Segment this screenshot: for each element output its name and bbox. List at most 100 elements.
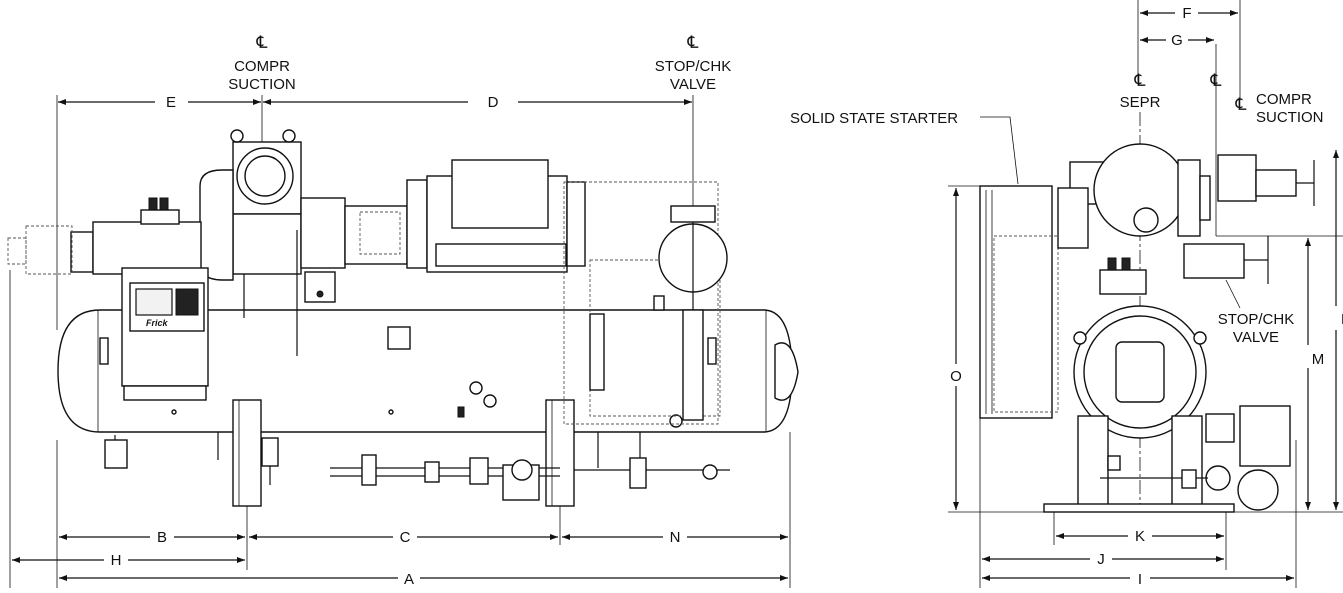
starter-hidden-outline [563,181,719,425]
arrowhead [249,534,257,540]
dimension-label-n: N [670,529,681,546]
arrowhead [1333,150,1339,158]
dimension-label-e: E [166,94,176,111]
dimension-label-g: G [1171,32,1183,49]
panel-stand [123,385,207,401]
port [469,381,483,395]
bottom-piping [104,432,730,501]
dimension-e-d: E D [56,94,692,330]
port [483,394,497,408]
side-box [1057,187,1089,249]
dimension-label-h: H [111,552,122,569]
end-view: F G ℄ SEPR ℄ ℄ COMPR SUCTION SOLID STATE… [790,0,1343,588]
gauge [653,295,665,311]
leader-line [1225,279,1241,309]
arrowhead [1305,238,1311,246]
solenoid-block [1099,269,1147,295]
sight-glass [707,337,717,365]
fitting [629,457,647,489]
dimension-label-d: D [488,94,499,111]
dimension-label-m: M [1312,351,1325,368]
coupling-hidden [359,211,401,255]
centerline-label: COMPR [1256,91,1312,108]
coupling-housing [344,205,408,265]
arrowhead [953,188,959,196]
arrowhead [1216,533,1224,539]
flange-ring [1199,175,1211,221]
starter-hidden-outline [589,259,721,417]
centerline-symbol: ℄ [1134,71,1146,90]
actuator-clearance [7,237,27,265]
fitting [424,461,440,483]
motor-feet [435,243,567,267]
hydraulic-cylinder [70,231,94,273]
motor-junction-box [451,159,549,229]
port [669,414,683,428]
starter-label: SOLID STATE STARTER [790,110,958,127]
leg [545,399,575,507]
arrowhead [59,534,67,540]
arrowhead [12,557,20,563]
arrowhead [237,534,245,540]
vessel-end-cap [774,342,799,401]
stop-check-valve [563,181,728,425]
end-oil-system [1100,405,1291,511]
fitting [261,437,279,467]
arrowhead [684,99,692,105]
dimension-label-b: B [157,529,167,546]
suction-flange [1177,159,1201,237]
panel-keypad [175,288,199,316]
arrowhead [982,575,990,581]
dimension-f-g: F G [1137,0,1241,100]
control-panel: Frick [121,267,209,401]
centerline-symbol: ℄ [687,33,699,52]
solenoid [159,197,169,211]
valve-bonnet [670,205,716,223]
end-compressor-motor [1057,143,1315,249]
centerline-stop-check: ℄ [1210,44,1222,236]
arrowhead [1216,556,1224,562]
compressor-rotor-housing [300,197,346,269]
base-plate [1043,503,1235,513]
leg [232,399,262,507]
suction-strainer [1217,154,1257,202]
starter-cabinet [979,185,1053,419]
arrowhead [1140,37,1148,43]
centerline-symbol: ℄ [1210,71,1222,90]
compressor-body [232,213,302,275]
arrowhead [780,534,788,540]
end-bottom-dimensions: K J I [979,418,1297,588]
fitting [1181,469,1197,489]
side-bottom-dimensions: B C N H A [9,270,791,588]
actuator-clearance [25,225,73,275]
dimension-label-l: L [1341,311,1343,328]
screw-compressor [199,129,428,356]
slide-valve-actuator [92,221,202,275]
motor-flange [406,179,428,269]
valve-label: VALVE [1233,329,1279,346]
lifting-lug [230,129,244,143]
motor-endbell [566,181,586,267]
centerline-symbol: ℄ [1235,95,1247,114]
dimension-l: L [1333,150,1343,510]
motor-shaft [1133,207,1159,233]
starter-callout: SOLID STATE STARTER [790,110,1019,185]
lifting-lug [282,129,296,143]
arrowhead [982,556,990,562]
dimension-label-c: C [400,529,411,546]
lifting-lug [1073,331,1087,345]
suction-valve [1255,169,1297,197]
vessel-legs [232,399,575,507]
arrowhead [1286,575,1294,581]
end-solenoids [1099,257,1147,295]
motor [304,159,586,303]
arrowhead [1206,37,1214,43]
sight-glass [99,337,109,365]
centerline-label: COMPR [234,58,290,75]
support-bracket [589,313,605,391]
centerline-sepr: ℄ SEPR [1120,71,1161,512]
mount-bolt [316,290,324,298]
arrowhead [253,99,261,105]
solenoid [1107,257,1117,271]
arrowhead [780,575,788,581]
